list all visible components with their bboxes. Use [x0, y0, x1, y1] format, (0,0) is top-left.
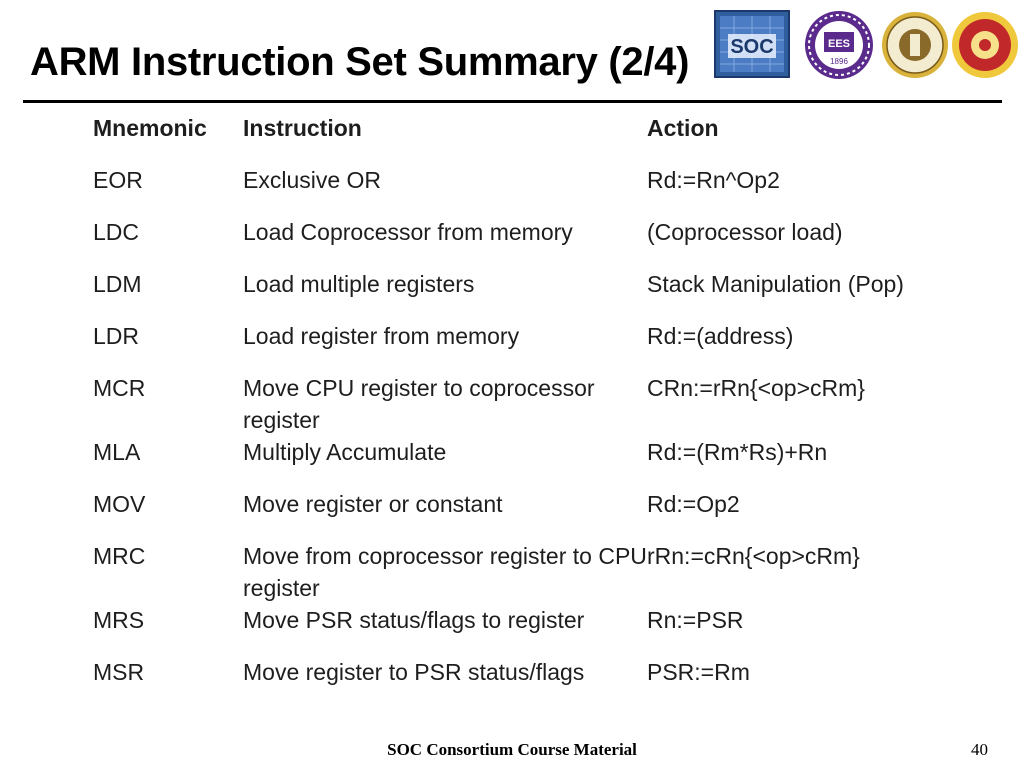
table-row: MRC Move from coprocessor register to CP… [93, 540, 953, 604]
university-seal-logo [880, 8, 950, 80]
action-cell: Rd:=Rn^Op2 [647, 167, 780, 193]
instruction-cell: Move register or constant [243, 491, 503, 517]
mnemonic-cell: LDR [93, 323, 140, 349]
action-cell: Rd:=(address) [647, 323, 794, 349]
footer-text: SOC Consortium Course Material [387, 740, 637, 759]
mnemonic-cell: MCR [93, 375, 146, 401]
action-cell: Rd:=(Rm*Rs)+Rn [647, 439, 828, 465]
slide-title: ARM Instruction Set Summary (2/4) [30, 40, 690, 84]
instruction-cell: Exclusive OR [243, 167, 382, 193]
page-number: 40 [971, 740, 988, 759]
header-instruction: Instruction [243, 115, 362, 141]
ees-logo-text: EES [828, 38, 850, 50]
table-row: EOR Exclusive OR Rd:=Rn^Op2 [93, 164, 953, 216]
title-divider [23, 100, 1002, 103]
header-mnemonic: Mnemonic [93, 115, 207, 141]
table-row: MSR Move register to PSR status/flags PS… [93, 656, 953, 708]
mnemonic-cell: LDM [93, 271, 142, 297]
instruction-cell: Move CPU register to coprocessor registe… [243, 375, 595, 433]
table-row: LDC Load Coprocessor from memory (Coproc… [93, 216, 953, 268]
instruction-cell: Multiply Accumulate [243, 439, 447, 465]
art-university-seal-logo [950, 8, 1020, 80]
action-cell: Stack Manipulation (Pop) [647, 271, 904, 297]
mnemonic-cell: MLA [93, 439, 141, 465]
mnemonic-cell: MSR [93, 659, 145, 685]
mnemonic-cell: LDC [93, 219, 140, 245]
ees-logo-year: 1896 [830, 57, 848, 66]
table-row: MCR Move CPU register to coprocessor reg… [93, 372, 953, 436]
table-row: MOV Move register or constant Rd:=Op2 [93, 488, 953, 540]
soc-logo-text: SOC [730, 36, 773, 58]
soc-logo: SOC [714, 8, 790, 80]
mnemonic-cell: MOV [93, 491, 146, 517]
header-action: Action [647, 115, 719, 141]
instruction-table: Mnemonic Instruction Action EOR Exclusiv… [93, 112, 953, 708]
table-header-row: Mnemonic Instruction Action [93, 112, 953, 164]
instruction-cell: Move from coprocessor register to CPU re… [243, 543, 647, 601]
mnemonic-cell: EOR [93, 167, 143, 193]
action-cell: (Coprocessor load) [647, 219, 843, 245]
table-row: LDM Load multiple registers Stack Manipu… [93, 268, 953, 320]
action-cell: Rd:=Op2 [647, 491, 740, 517]
table-row: MLA Multiply Accumulate Rd:=(Rm*Rs)+Rn [93, 436, 953, 488]
table-row: MRS Move PSR status/flags to register Rn… [93, 604, 953, 656]
instruction-cell: Move PSR status/flags to register [243, 607, 585, 633]
instruction-cell: Load multiple registers [243, 271, 475, 297]
action-cell: Rn:=PSR [647, 607, 744, 633]
action-cell: rRn:=cRn{<op>cRm} [647, 543, 860, 569]
instruction-cell: Load register from memory [243, 323, 520, 349]
action-cell: CRn:=rRn{<op>cRm} [647, 375, 865, 401]
mnemonic-cell: MRS [93, 607, 145, 633]
ees-logo: EES 1896 [802, 8, 876, 80]
table-row: LDR Load register from memory Rd:=(addre… [93, 320, 953, 372]
mnemonic-cell: MRC [93, 543, 146, 569]
action-cell: PSR:=Rm [647, 659, 750, 685]
instruction-cell: Move register to PSR status/flags [243, 659, 585, 685]
instruction-cell: Load Coprocessor from memory [243, 219, 573, 245]
